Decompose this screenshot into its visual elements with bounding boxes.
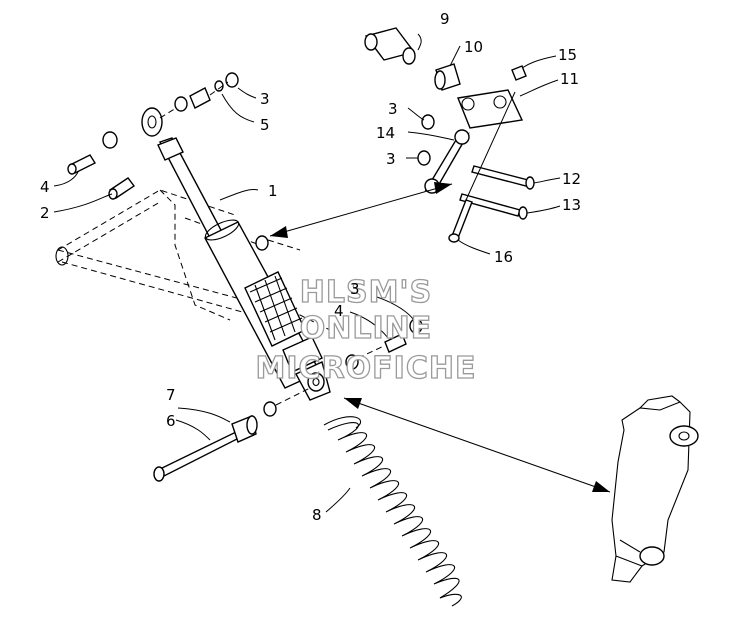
callout-3-linkage-lower: 3 — [386, 150, 396, 168]
callout-16: 16 — [494, 248, 513, 266]
callout-2: 2 — [40, 204, 50, 222]
watermark-line-2: ONLINE — [300, 311, 433, 346]
assembly-arrows — [269, 182, 611, 493]
bolt-and-bushing — [153, 387, 311, 482]
leader-lines — [53, 33, 561, 513]
callout-4-middle: 4 — [334, 302, 344, 320]
callout-7: 7 — [166, 386, 176, 404]
callout-11: 11 — [560, 70, 579, 88]
top-mount-hardware — [67, 72, 239, 200]
shock-absorber — [141, 107, 331, 401]
callout-15: 15 — [558, 46, 577, 64]
coil-spring — [323, 416, 462, 607]
watermark-line-1: HLSM'S — [300, 275, 432, 310]
callout-6: 6 — [166, 412, 176, 430]
callout-3-middle: 3 — [350, 280, 360, 298]
callout-labels: 1 2 3 3 3 3 4 4 5 6 7 8 9 10 11 12 13 14… — [40, 10, 581, 524]
callout-8: 8 — [312, 506, 322, 524]
watermark-line-3: MICROFICHE — [256, 351, 477, 386]
callout-12: 12 — [562, 170, 581, 188]
callout-9: 9 — [440, 10, 450, 28]
callout-13: 13 — [562, 196, 581, 214]
callout-1: 1 — [268, 182, 278, 200]
callout-3-linkage-upper: 3 — [388, 100, 398, 118]
callout-4-top-left: 4 — [40, 178, 50, 196]
callout-10: 10 — [464, 38, 483, 56]
callout-14: 14 — [376, 124, 395, 142]
callout-3-top-left: 3 — [260, 90, 270, 108]
watermark: HLSM'S ONLINE MICROFICHE — [255, 274, 477, 386]
linkage-assembly — [364, 27, 535, 243]
middle-hardware — [255, 235, 423, 370]
spindle — [611, 395, 699, 583]
callout-5: 5 — [260, 116, 270, 134]
